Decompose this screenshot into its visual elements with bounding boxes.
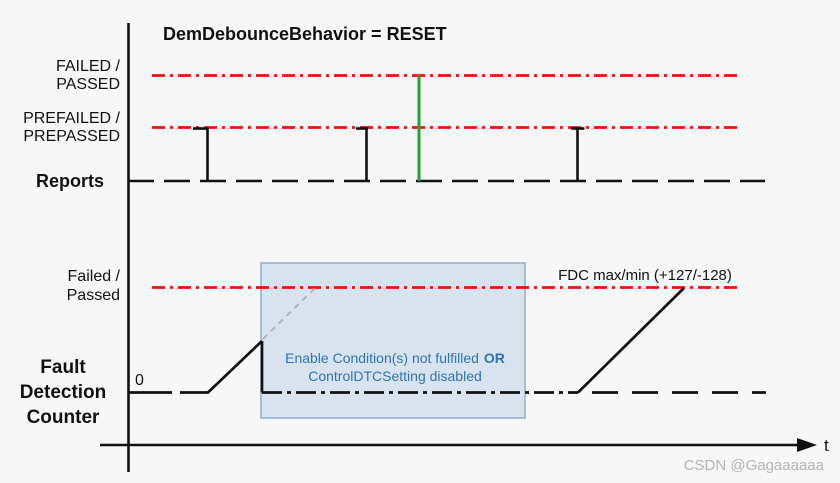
fdc-trace bbox=[128, 287, 766, 394]
overlay-text-line2: ControlDTCSetting disabled bbox=[308, 368, 482, 384]
fdc-ramp-to-max bbox=[577, 287, 685, 394]
report-pulses bbox=[193, 127, 585, 181]
time-axis-label: t bbox=[824, 436, 829, 455]
prefailed-prepassed-label-line1: PREFAILED / bbox=[23, 110, 120, 127]
reports-label: Reports bbox=[36, 171, 104, 191]
fdc-max-min-label: FDC max/min (+127/-128) bbox=[558, 267, 732, 284]
fdc-failed-passed-label-line1: Failed / bbox=[68, 268, 121, 285]
failed-passed-label-line1: FAILED / bbox=[56, 58, 121, 75]
fdc-failed-passed-label-line2: Passed bbox=[67, 287, 120, 304]
overlay-text-line1-bold: OR bbox=[484, 350, 505, 366]
fdc-ramp-up bbox=[207, 340, 263, 394]
fault-detection-counter-label-line1: Fault bbox=[40, 357, 86, 378]
overlay-text-line1-normal: Enable Condition(s) not fulfilled bbox=[285, 350, 479, 366]
overlay-text-line1: Enable Condition(s) not fulfilled OR bbox=[285, 350, 505, 366]
fault-detection-counter-label-line2: Detection bbox=[20, 382, 107, 403]
prefailed-prepassed-label-line2: PREPASSED bbox=[23, 128, 120, 145]
failed-passed-label-line2: PASSED bbox=[56, 76, 120, 93]
time-axis-arrow-icon bbox=[797, 438, 817, 452]
fdc-zero-label: 0 bbox=[135, 372, 144, 389]
watermark: CSDN @Gagaaaaaa bbox=[684, 457, 825, 474]
fault-detection-counter-label-line3: Counter bbox=[27, 407, 100, 428]
fdc-projection-dashed bbox=[262, 287, 316, 340]
diagram-title: DemDebounceBehavior = RESET bbox=[163, 24, 447, 44]
